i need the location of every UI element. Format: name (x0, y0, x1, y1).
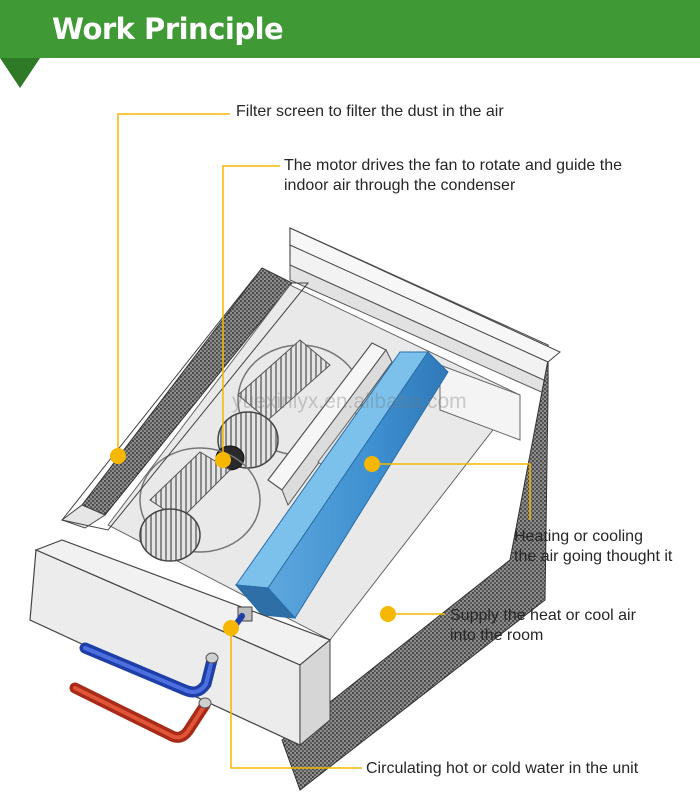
filter-label: Filter screen to filter the dust in the … (236, 103, 504, 120)
filter-callout-dot (110, 448, 126, 464)
heating-callout-dot (364, 456, 380, 472)
filter-callout-line (117, 113, 230, 456)
heating-callout-line (372, 463, 531, 520)
watermark: yuexinlyx.en.alibaba.com (232, 390, 467, 413)
motor-label-line1: The motor drives the fan to rotate and g… (284, 157, 622, 174)
motor-label-line2: indoor air through the condenser (284, 177, 516, 194)
filter-mesh-right (281, 359, 549, 791)
callout-lines (117, 113, 531, 769)
title-banner (0, 0, 700, 88)
water-label: Circulating hot or cold water in the uni… (366, 760, 639, 777)
top-frame-right (289, 227, 561, 363)
water-callout-dot (223, 620, 239, 636)
heat-exchanger-coil (234, 351, 449, 619)
page-title: Work Principle (52, 12, 284, 46)
heating-label-line2: the air going thought it (514, 548, 673, 565)
water-callout-line (230, 628, 362, 769)
banner-fold (0, 58, 40, 88)
banner-background (0, 0, 700, 88)
supply-label-line2: into the room (450, 627, 544, 644)
callout-dots (110, 448, 396, 636)
water-pipes (69, 642, 219, 743)
motor-callout-dot (215, 452, 231, 468)
supply-callout-dot (380, 606, 396, 622)
heating-label-line1: Heating or cooling (514, 528, 643, 545)
motor-callout-line (222, 165, 280, 460)
supply-label-line1: Supply the heat or cool air (450, 607, 636, 624)
fan-lower (139, 447, 261, 562)
